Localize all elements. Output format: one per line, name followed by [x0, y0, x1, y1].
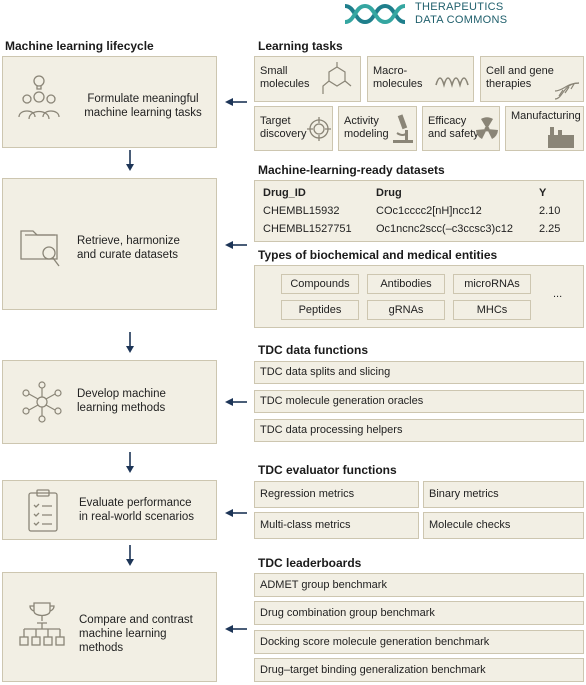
- datasets-table: Drug_ID Drug Y CHEMBL15932 COc1cccc2[nH]…: [254, 180, 584, 242]
- data-functions-title: TDC data functions: [258, 343, 368, 357]
- trophy-tree-icon: [19, 602, 65, 646]
- left-arrow-icon: [225, 398, 247, 406]
- table-cell: Oc1ncnc2scc(–c3ccsc3)c12: [376, 223, 513, 235]
- task-macromolecules: Macro-molecules: [367, 56, 474, 102]
- table-cell: 2.25: [539, 223, 561, 235]
- table-cell: COc1cccc2[nH]ncc12: [376, 205, 482, 217]
- leaderboards-title: TDC leaderboards: [258, 556, 362, 570]
- data-function-item: TDC molecule generation oracles: [254, 390, 584, 413]
- clipboard-checklist-icon: [28, 489, 58, 532]
- table-header-drug: Drug: [376, 187, 402, 199]
- evaluator-item: Multi-class metrics: [254, 512, 419, 539]
- people-idea-icon: [18, 75, 60, 120]
- entity-mhcs: MHCs: [453, 300, 531, 320]
- table-cell: CHEMBL15932: [263, 205, 340, 217]
- folder-search-icon: [20, 230, 60, 267]
- task-manufacturing: Manufacturing: [505, 106, 584, 151]
- molecule-icon: [322, 62, 352, 94]
- table-header-y: Y: [539, 187, 547, 199]
- entity-compounds: Compounds: [281, 274, 359, 294]
- down-arrow-icon: [126, 150, 134, 171]
- table-cell: CHEMBL1527751: [263, 223, 352, 235]
- entities-title: Types of biochemical and medical entitie…: [258, 248, 498, 262]
- left-arrow-icon: [225, 509, 247, 517]
- table-cell: 2.10: [539, 205, 561, 217]
- dna-logo-icon: [344, 3, 406, 25]
- data-function-item: TDC data splits and slicing: [254, 361, 584, 384]
- left-arrow-icon: [225, 625, 247, 633]
- down-arrow-icon: [126, 452, 134, 473]
- entity-grnas: gRNAs: [367, 300, 445, 320]
- entity-more-ellipsis: ...: [553, 288, 563, 300]
- table-header-drug-id: Drug_ID: [263, 187, 306, 199]
- squiggle-icon: [435, 77, 469, 88]
- leaderboard-item: Drug combination group benchmark: [254, 601, 584, 625]
- microscope-icon: [393, 114, 413, 143]
- lifecycle-title: Machine learning lifecycle: [5, 39, 154, 53]
- evaluator-item: Regression metrics: [254, 481, 419, 508]
- left-arrow-icon: [225, 241, 247, 249]
- leaderboard-item: Drug–target binding generalization bench…: [254, 658, 584, 682]
- down-arrow-icon: [126, 545, 134, 566]
- entity-micrornas: microRNAs: [453, 274, 531, 294]
- logo-line2: DATA COMMONS: [415, 14, 508, 26]
- leaderboard-item: ADMET group benchmark: [254, 573, 584, 597]
- data-function-item: TDC data processing helpers: [254, 419, 584, 442]
- leaderboard-item: Docking score molecule generation benchm…: [254, 630, 584, 654]
- evaluators-title: TDC evaluator functions: [258, 463, 397, 477]
- left-arrow-icon: [225, 98, 247, 106]
- entity-antibodies: Antibodies: [367, 274, 445, 294]
- factory-icon: [548, 127, 574, 148]
- datasets-title: Machine-learning-ready datasets: [258, 163, 445, 177]
- target-icon: [307, 117, 331, 141]
- entities-panel: Compounds Antibodies microRNAs Peptides …: [254, 265, 584, 328]
- tdc-logo: THERAPEUTICS DATA COMMONS: [343, 0, 523, 28]
- down-arrow-icon: [126, 332, 134, 353]
- evaluator-item: Binary metrics: [423, 481, 584, 508]
- neural-network-icon: [22, 381, 62, 423]
- entity-peptides: Peptides: [281, 300, 359, 320]
- dna-icon: [554, 82, 580, 100]
- evaluator-item: Molecule checks: [423, 512, 584, 539]
- logo-line1: THERAPEUTICS: [415, 1, 504, 13]
- learning-tasks-title: Learning tasks: [258, 39, 343, 53]
- radiation-icon: [476, 117, 498, 139]
